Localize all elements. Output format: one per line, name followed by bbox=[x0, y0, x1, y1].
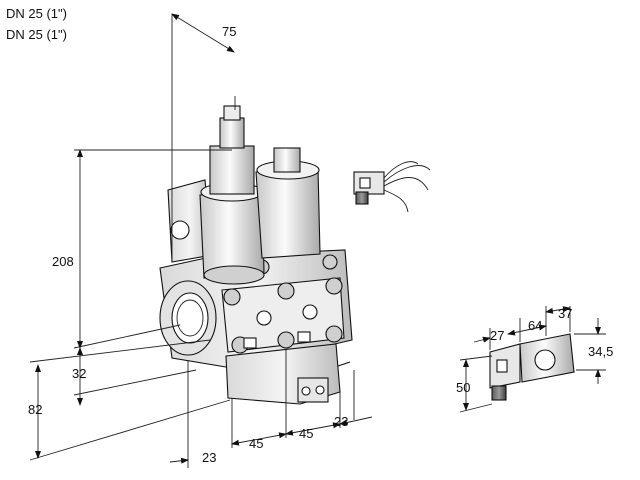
dim-64 bbox=[507, 324, 547, 336]
extension-line bbox=[73, 324, 181, 349]
bolt-head bbox=[322, 254, 338, 270]
dim-45-b bbox=[285, 422, 341, 436]
label-82: 82 bbox=[28, 402, 42, 417]
coil-1-bottom bbox=[203, 265, 265, 285]
label-23-right: 23 bbox=[334, 414, 348, 429]
bolt-head bbox=[223, 288, 241, 306]
side-connector-window bbox=[496, 359, 508, 373]
extension-line bbox=[459, 355, 493, 361]
flow-arrow-label bbox=[243, 337, 257, 349]
dim-75 bbox=[171, 13, 235, 53]
dim-37 bbox=[545, 306, 571, 314]
dimension-lines bbox=[29, 13, 606, 468]
header-line-1: DN 25 (1") bbox=[6, 6, 67, 21]
side-cable-gland bbox=[491, 385, 507, 401]
dim-23-right-tail bbox=[353, 416, 373, 422]
cable-wires bbox=[383, 161, 431, 213]
bolt-head bbox=[325, 325, 343, 343]
label-27: 27 bbox=[490, 328, 504, 343]
dim-23-left bbox=[169, 457, 189, 464]
dim-27 bbox=[473, 336, 491, 343]
label-75: 75 bbox=[222, 24, 236, 39]
label-50: 50 bbox=[456, 380, 470, 395]
coil-1-stem bbox=[209, 145, 255, 195]
valve-assembly bbox=[159, 105, 353, 405]
label-45-b: 45 bbox=[299, 426, 313, 441]
dim-45-a bbox=[231, 432, 287, 446]
dimension-labels: 75 208 32 82 23 45 45 23 27 64 37 34,5 5… bbox=[28, 24, 613, 465]
bolt-head bbox=[277, 282, 295, 300]
adjuster-screw bbox=[301, 386, 311, 396]
extension-line bbox=[73, 369, 197, 396]
solenoid-coil-2 bbox=[255, 167, 321, 259]
coil-1-neck bbox=[219, 117, 245, 149]
dim-23-right bbox=[339, 419, 355, 426]
extension-line bbox=[29, 399, 231, 461]
bolt-head bbox=[325, 277, 343, 295]
label-208: 208 bbox=[52, 254, 74, 269]
cable-connector-detail bbox=[353, 161, 431, 213]
adjuster-screw bbox=[315, 385, 325, 395]
valve-front-plate bbox=[221, 277, 345, 353]
cable-gland bbox=[355, 191, 369, 205]
extension-line bbox=[459, 403, 493, 413]
label-32: 32 bbox=[72, 366, 86, 381]
extension-line bbox=[29, 339, 211, 363]
label-34-5: 34,5 bbox=[588, 344, 613, 359]
coil-1-plug bbox=[223, 105, 241, 121]
label-64: 64 bbox=[528, 318, 542, 333]
bolt-head bbox=[277, 331, 295, 349]
test-point bbox=[256, 310, 272, 326]
mount-ear-hole bbox=[170, 220, 190, 240]
solenoid-coil-1 bbox=[199, 189, 265, 279]
inlet-thread bbox=[176, 299, 204, 337]
adjuster-pin bbox=[337, 361, 351, 367]
coil-2-plug bbox=[273, 147, 301, 173]
header-line-2: DN 25 (1") bbox=[6, 27, 67, 42]
label-45-a: 45 bbox=[249, 436, 263, 451]
connector-side-detail bbox=[489, 333, 575, 401]
side-coil-cap bbox=[534, 349, 556, 371]
label-37: 37 bbox=[558, 306, 572, 321]
test-point bbox=[302, 304, 318, 320]
flow-arrow-label bbox=[297, 331, 311, 343]
label-23-left: 23 bbox=[202, 450, 216, 465]
connector-window bbox=[359, 177, 371, 189]
